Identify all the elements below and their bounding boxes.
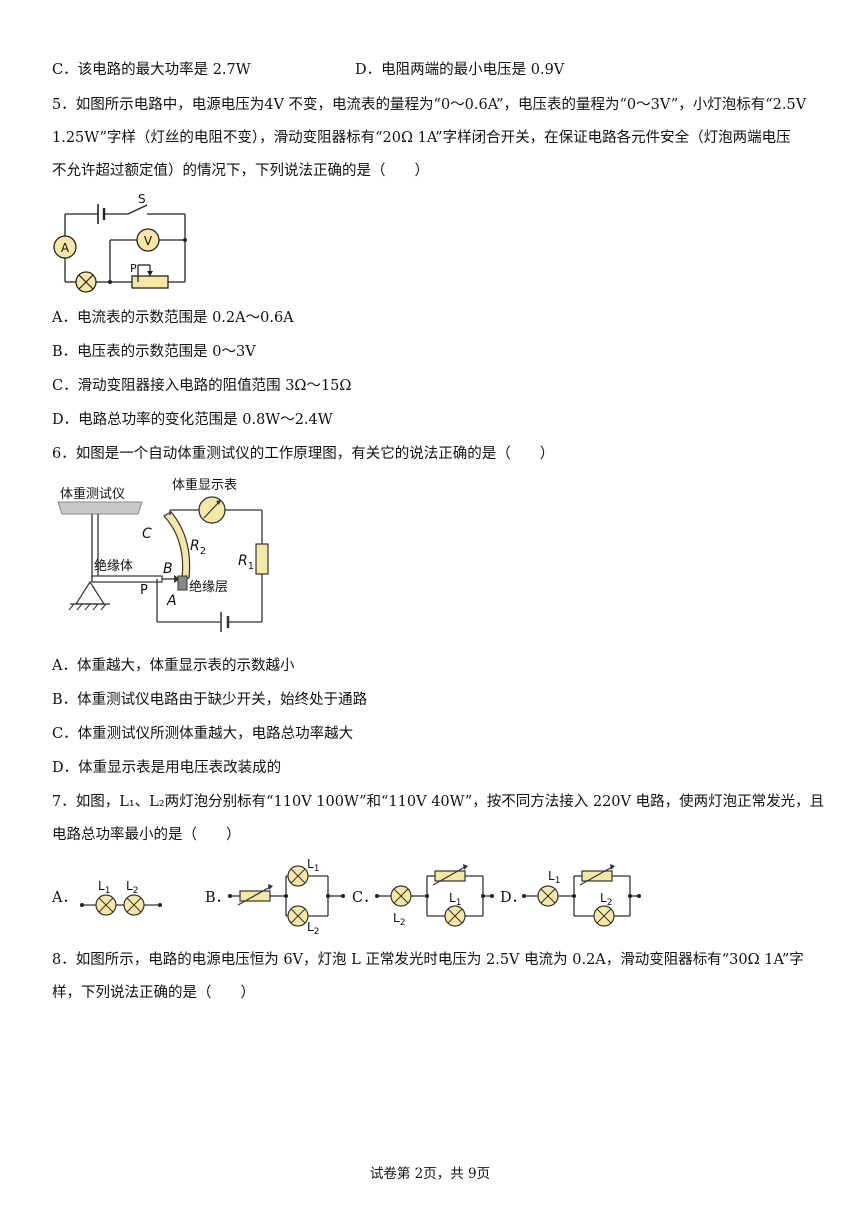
q5-stem-line-2: 1.25W”字样（灯丝的电阻不变），滑动变阻器标有“20Ω 1A”字样闭合开关，… bbox=[52, 130, 791, 146]
q4-option-c: C．该电路的最大功率是 2.7W bbox=[52, 62, 251, 78]
q7-option-c-letter: C． bbox=[352, 890, 378, 906]
q5-option-b: B．电压表的示数范围是 0～3V bbox=[52, 344, 256, 360]
svg-text:L1: L1 bbox=[307, 858, 319, 874]
q6-point-b-label: B bbox=[163, 561, 173, 577]
q6-point-c-label: C bbox=[142, 526, 152, 542]
q7a-l1-letter: L bbox=[98, 879, 105, 893]
q7c-l1-sub: 1 bbox=[456, 898, 462, 908]
q5-ammeter-label: A bbox=[61, 241, 70, 255]
q6-weight-scale-diagram: 体重测试仪 绝缘体 P C B A R2 绝缘层 R1 体重显示表 bbox=[57, 477, 269, 632]
q6-option-c: C．体重测试仪所测体重越大，电路总功率越大 bbox=[52, 726, 354, 742]
q7-diagram-b: L1 L2 bbox=[228, 858, 345, 936]
q6-insulation-layer-label: 绝缘层 bbox=[189, 579, 228, 595]
svg-text:L2: L2 bbox=[126, 879, 138, 896]
q5-option-c: C．滑动变阻器接入电路的阻值范围 3Ω～15Ω bbox=[52, 378, 352, 394]
q7b-l1-sub: 1 bbox=[314, 864, 320, 874]
q7-diagram-c: L2 L1 bbox=[375, 864, 494, 928]
q7d-l1-letter: L bbox=[548, 869, 555, 883]
svg-text:L2: L2 bbox=[393, 911, 405, 928]
q7b-l2-letter: L bbox=[307, 920, 314, 934]
q6-option-a: A．体重越大，体重显示表的示数越小 bbox=[52, 658, 295, 674]
svg-text:L2: L2 bbox=[307, 920, 319, 936]
q5-switch-label: S bbox=[138, 192, 146, 206]
q6-point-a-label: A bbox=[166, 593, 177, 609]
q7a-l2-letter: L bbox=[126, 879, 133, 893]
svg-text:L1: L1 bbox=[98, 879, 110, 896]
q8-stem-line-1: 8．如图所示，电路的电源电压恒为 6V，灯泡 L 正常发光时电压为 2.5V 电… bbox=[52, 952, 804, 968]
q7a-l1-sub: 1 bbox=[105, 886, 111, 896]
q5-stem-line-3: 不允许超过额定值）的情况下，下列说法正确的是（ ） bbox=[52, 163, 429, 179]
q8-stem-line-2: 样，下列说法正确的是（ ） bbox=[52, 985, 255, 1001]
q5-slider-label: P bbox=[130, 262, 137, 275]
q7b-l2-sub: 2 bbox=[314, 927, 320, 936]
svg-text:L2: L2 bbox=[600, 891, 612, 908]
q6-insulator-label: 绝缘体 bbox=[94, 558, 133, 574]
svg-text:R1: R1 bbox=[238, 553, 254, 572]
q6-r1-label: R bbox=[238, 553, 248, 569]
q7-diagram-d: L1 L2 bbox=[522, 864, 641, 927]
q7-option-b-letter: B． bbox=[205, 890, 231, 906]
q7-option-d-letter: D． bbox=[500, 890, 527, 906]
q7c-l2-letter: L bbox=[393, 911, 400, 925]
q5-voltmeter-label: V bbox=[144, 234, 153, 248]
q6-device-label: 体重测试仪 bbox=[60, 486, 125, 502]
q6-option-d: D．体重显示表是用电压表改装成的 bbox=[52, 760, 282, 776]
q6-point-p-label: P bbox=[140, 583, 148, 598]
q7c-l1-letter: L bbox=[449, 891, 456, 905]
q7-option-a-letter: A． bbox=[52, 890, 77, 906]
q5-stem-line-1: 5．如图所示电路中，电源电压为4V 不变，电流表的量程为“0～0.6A”，电压表… bbox=[52, 97, 807, 113]
q7d-l2-letter: L bbox=[600, 891, 607, 905]
q6-stem: 6．如图是一个自动体重测试仪的工作原理图，有关它的说法正确的是（ ） bbox=[52, 446, 555, 462]
page-footer: 试卷第 2页，共 9页 bbox=[369, 1166, 491, 1182]
q7a-l2-sub: 2 bbox=[133, 886, 139, 896]
q7c-l2-sub: 2 bbox=[400, 918, 406, 928]
q7-diagram-a: L1 L2 bbox=[80, 879, 162, 916]
q6-r1-subscript: 1 bbox=[248, 561, 254, 572]
q4-option-d: D．电阻两端的最小电压是 0.9V bbox=[355, 62, 565, 78]
q5-circuit-diagram: A V S P bbox=[53, 192, 187, 293]
q6-r2-subscript: 2 bbox=[200, 546, 206, 557]
svg-text:L1: L1 bbox=[449, 891, 461, 908]
q6-meter-label: 体重显示表 bbox=[172, 477, 237, 493]
q7-stem-line-2: 电路总功率最小的是（ ） bbox=[52, 827, 241, 843]
q5-option-a: A．电流表的示数范围是 0.2A～0.6A bbox=[52, 310, 294, 326]
svg-text:L1: L1 bbox=[548, 869, 560, 886]
q7d-l1-sub: 1 bbox=[555, 876, 561, 886]
q6-option-b: B．体重测试仪电路由于缺少开关，始终处于通路 bbox=[52, 692, 368, 708]
q7b-l1-letter: L bbox=[307, 858, 314, 871]
q7d-l2-sub: 2 bbox=[607, 898, 613, 908]
q6-r2-label: R bbox=[190, 538, 200, 554]
q5-option-d: D．电路总功率的变化范围是 0.8W～2.4W bbox=[52, 412, 333, 428]
svg-text:R2: R2 bbox=[190, 538, 206, 557]
q7-stem-line-1: 7．如图，L₁、L₂两灯泡分别标有“110V 100W”和“110V 40W”，… bbox=[52, 794, 825, 810]
